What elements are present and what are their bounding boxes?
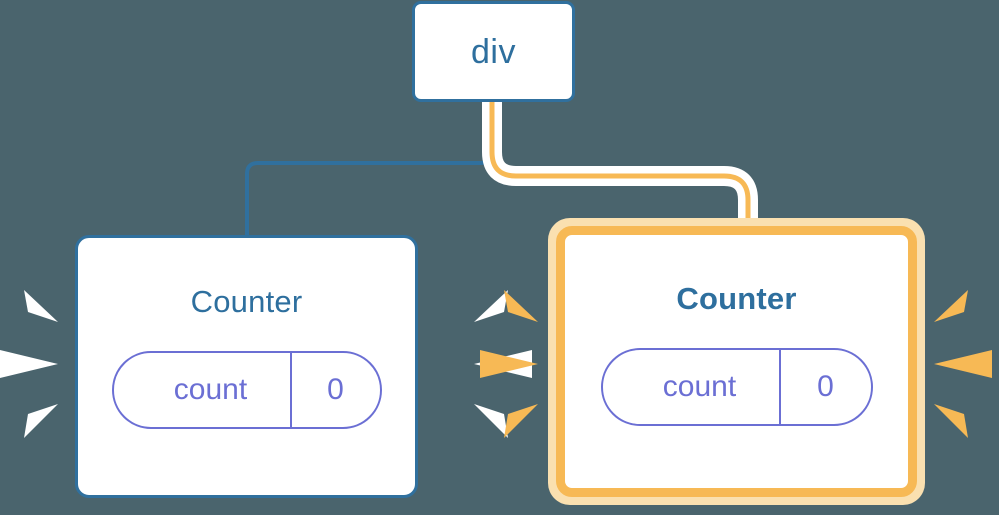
sparkle-ray: [504, 404, 538, 438]
state-value-right: 0: [778, 350, 871, 424]
edge-div-to-counter-left: [245, 101, 494, 236]
sparkles-left-outer: [0, 290, 58, 438]
sparkle-ray: [934, 404, 968, 438]
state-value-left: 0: [289, 353, 380, 427]
sparkles-right-inner: [480, 290, 538, 438]
node-counter-right-label: Counter: [676, 281, 797, 316]
node-counter-right[interactable]: Counter count 0: [556, 226, 917, 497]
sparkles-right-outer: [934, 290, 992, 438]
state-pill-right: count 0: [600, 348, 873, 426]
state-pill-left: count 0: [111, 351, 382, 429]
sparkle-ray: [474, 404, 508, 438]
node-div[interactable]: div: [412, 1, 575, 102]
node-div-label: div: [471, 32, 516, 71]
sparkle-ray: [24, 290, 58, 322]
sparkle-ray: [474, 290, 508, 322]
state-name-right: count: [662, 370, 737, 403]
sparkle-ray: [934, 290, 968, 322]
sparkle-ray: [24, 404, 58, 438]
edge-div-to-counter-right-halo: [482, 101, 758, 232]
node-counter-left[interactable]: Counter count 0: [75, 235, 418, 498]
sparkle-ray: [504, 290, 538, 322]
sparkle-ray: [480, 350, 538, 378]
sparkle-ray: [0, 350, 58, 378]
state-name-left: count: [173, 373, 248, 406]
sparkle-ray: [934, 350, 992, 378]
edge-div-to-counter-right: [489, 101, 751, 232]
node-counter-left-label: Counter: [190, 284, 303, 319]
